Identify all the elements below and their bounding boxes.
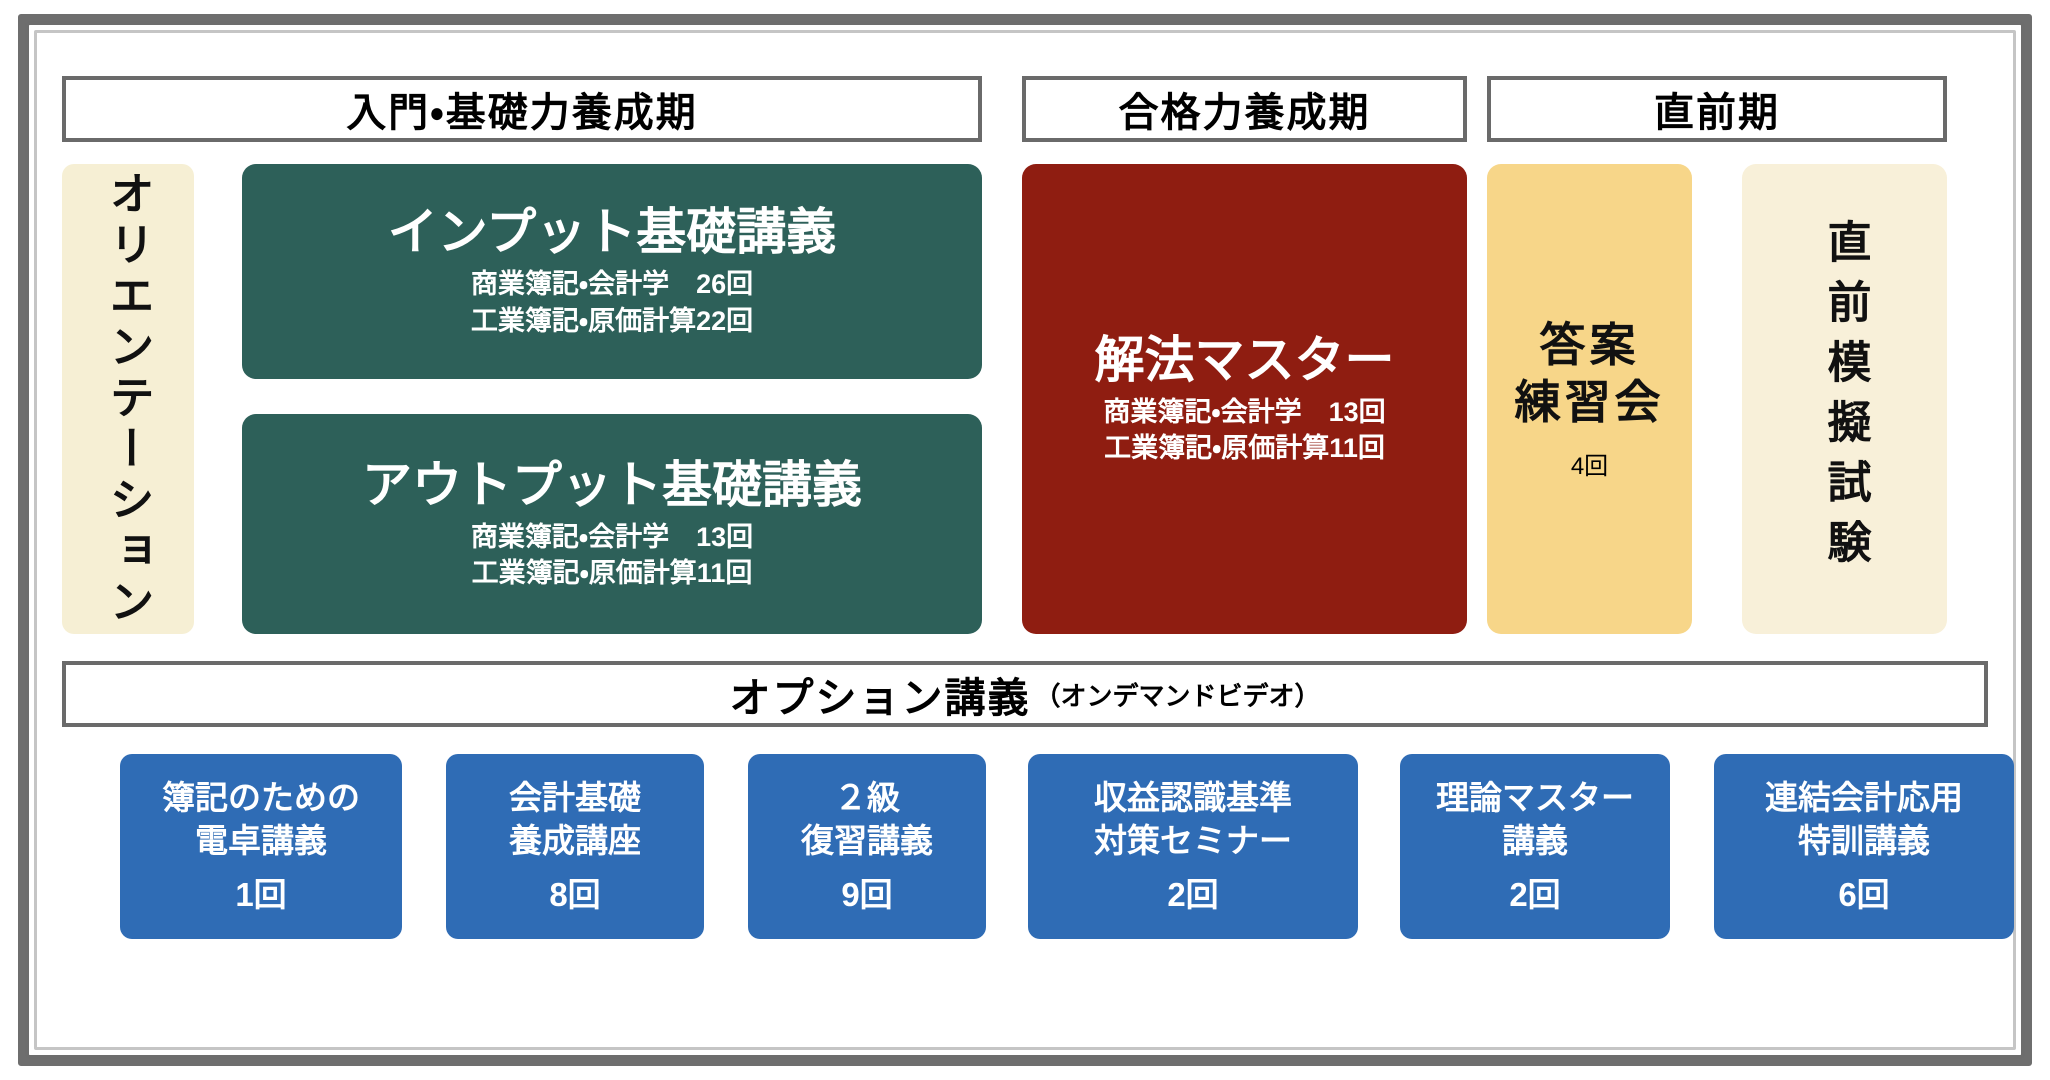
card-orientation-label: オリエンテーション — [102, 169, 154, 629]
phase-header-final-period: 直前期 — [1487, 76, 1947, 142]
phase-header-row: 入門・基礎力養成期 合格力養成期 直前期 — [62, 76, 1988, 142]
option-banner-title: オプション講義 — [729, 675, 1031, 721]
card-kaihou-master: 解法マスター 商業簿記・会計学 13回 工業簿記・原価計算11回 — [1022, 164, 1467, 634]
card-subline: 工業簿記・原価計算11回 — [1104, 433, 1385, 463]
card-input-basic-lecture: インプット基礎講義 商業簿記・会計学 26回 工業簿記・原価計算22回 — [242, 164, 982, 379]
card-subline: 工業簿記・原価計算11回 — [471, 558, 753, 588]
card-subline: 工業簿記・原価計算22回 — [470, 305, 754, 336]
phase-header-label: 直前期 — [1654, 91, 1780, 135]
card-chokuzen-moshi-label: 直前模擬試験 — [1820, 219, 1870, 579]
phase-header-label: 入門・基礎力養成期 — [346, 91, 698, 135]
card-subtext: 商業簿記・会計学 13回 工業簿記・原価計算11回 — [471, 519, 753, 592]
option-card-label: 理論マスター 講義 — [1436, 779, 1634, 859]
diagram-inner-area: 入門・基礎力養成期 合格力養成期 直前期 オリエンテーション インプット基礎講義… — [40, 36, 2014, 1044]
option-card-kaikei-kiso: 会計基礎 養成講座 8回 — [446, 754, 704, 939]
option-card-count: 1回 — [235, 875, 287, 913]
option-card-label: ２級 復習講義 — [801, 779, 933, 859]
card-title: 解法マスター — [1094, 331, 1395, 388]
option-banner-subtitle: （オンデマンドビデオ） — [1034, 680, 1321, 711]
option-card-denkaku: 簿記のための 電卓講義 1回 — [120, 754, 402, 939]
card-title: インプット基礎講義 — [387, 204, 837, 261]
card-subline: 商業簿記・会計学 26回 — [470, 269, 754, 300]
card-title: 答案 練習会 — [1514, 319, 1665, 428]
option-card-label: 会計基礎 養成講座 — [509, 779, 641, 859]
option-card-label: 簿記のための 電卓講義 — [162, 779, 360, 859]
option-card-shueki-ninshiki: 収益認識基準 対策セミナー 2回 — [1028, 754, 1358, 939]
course-card-band: オリエンテーション インプット基礎講義 商業簿記・会計学 26回 工業簿記・原価… — [62, 164, 1988, 634]
phase-header-label: 合格力養成期 — [1118, 91, 1371, 135]
card-title: アウトプット基礎講義 — [362, 456, 862, 513]
option-card-riron-master: 理論マスター 講義 2回 — [1400, 754, 1670, 939]
option-card-count: 2回 — [1167, 875, 1219, 913]
phase-header-intro-basics: 入門・基礎力養成期 — [62, 76, 982, 142]
card-touan-renshukai: 答案 練習会 4回 — [1487, 164, 1692, 634]
card-subtext: 商業簿記・会計学 26回 工業簿記・原価計算22回 — [471, 266, 753, 339]
option-card-label: 収益認識基準 対策セミナー — [1094, 779, 1292, 859]
card-subline: 商業簿記・会計学 13回 — [1103, 396, 1386, 427]
option-card-count: 9回 — [841, 875, 893, 913]
card-chokuzen-moshi-shiken: 直前模擬試験 — [1742, 164, 1947, 634]
option-card-count: 8回 — [549, 875, 601, 913]
option-card-count: 6回 — [1838, 875, 1890, 913]
card-subline: 商業簿記・会計学 13回 — [470, 521, 754, 552]
option-card-renketsu-kaikei: 連結会計応用 特訓講義 6回 — [1714, 754, 2014, 939]
phase-header-pass-power: 合格力養成期 — [1022, 76, 1467, 142]
card-subtext: 商業簿記・会計学 13回 工業簿記・原価計算11回 — [1103, 394, 1385, 467]
option-card-label: 連結会計応用 特訓講義 — [1765, 779, 1963, 859]
option-card-nikyu-fukushu: ２級 復習講義 9回 — [748, 754, 986, 939]
option-card-count: 2回 — [1509, 875, 1561, 913]
card-count: 4回 — [1570, 452, 1609, 480]
card-orientation: オリエンテーション — [62, 164, 194, 634]
card-output-basic-lecture: アウトプット基礎講義 商業簿記・会計学 13回 工業簿記・原価計算11回 — [242, 414, 982, 634]
option-course-row: 簿記のための 電卓講義 1回 会計基礎 養成講座 8回 ２級 復習講義 9回 収… — [66, 754, 2014, 939]
option-lecture-banner: オプション講義 （オンデマンドビデオ） — [62, 661, 1988, 727]
